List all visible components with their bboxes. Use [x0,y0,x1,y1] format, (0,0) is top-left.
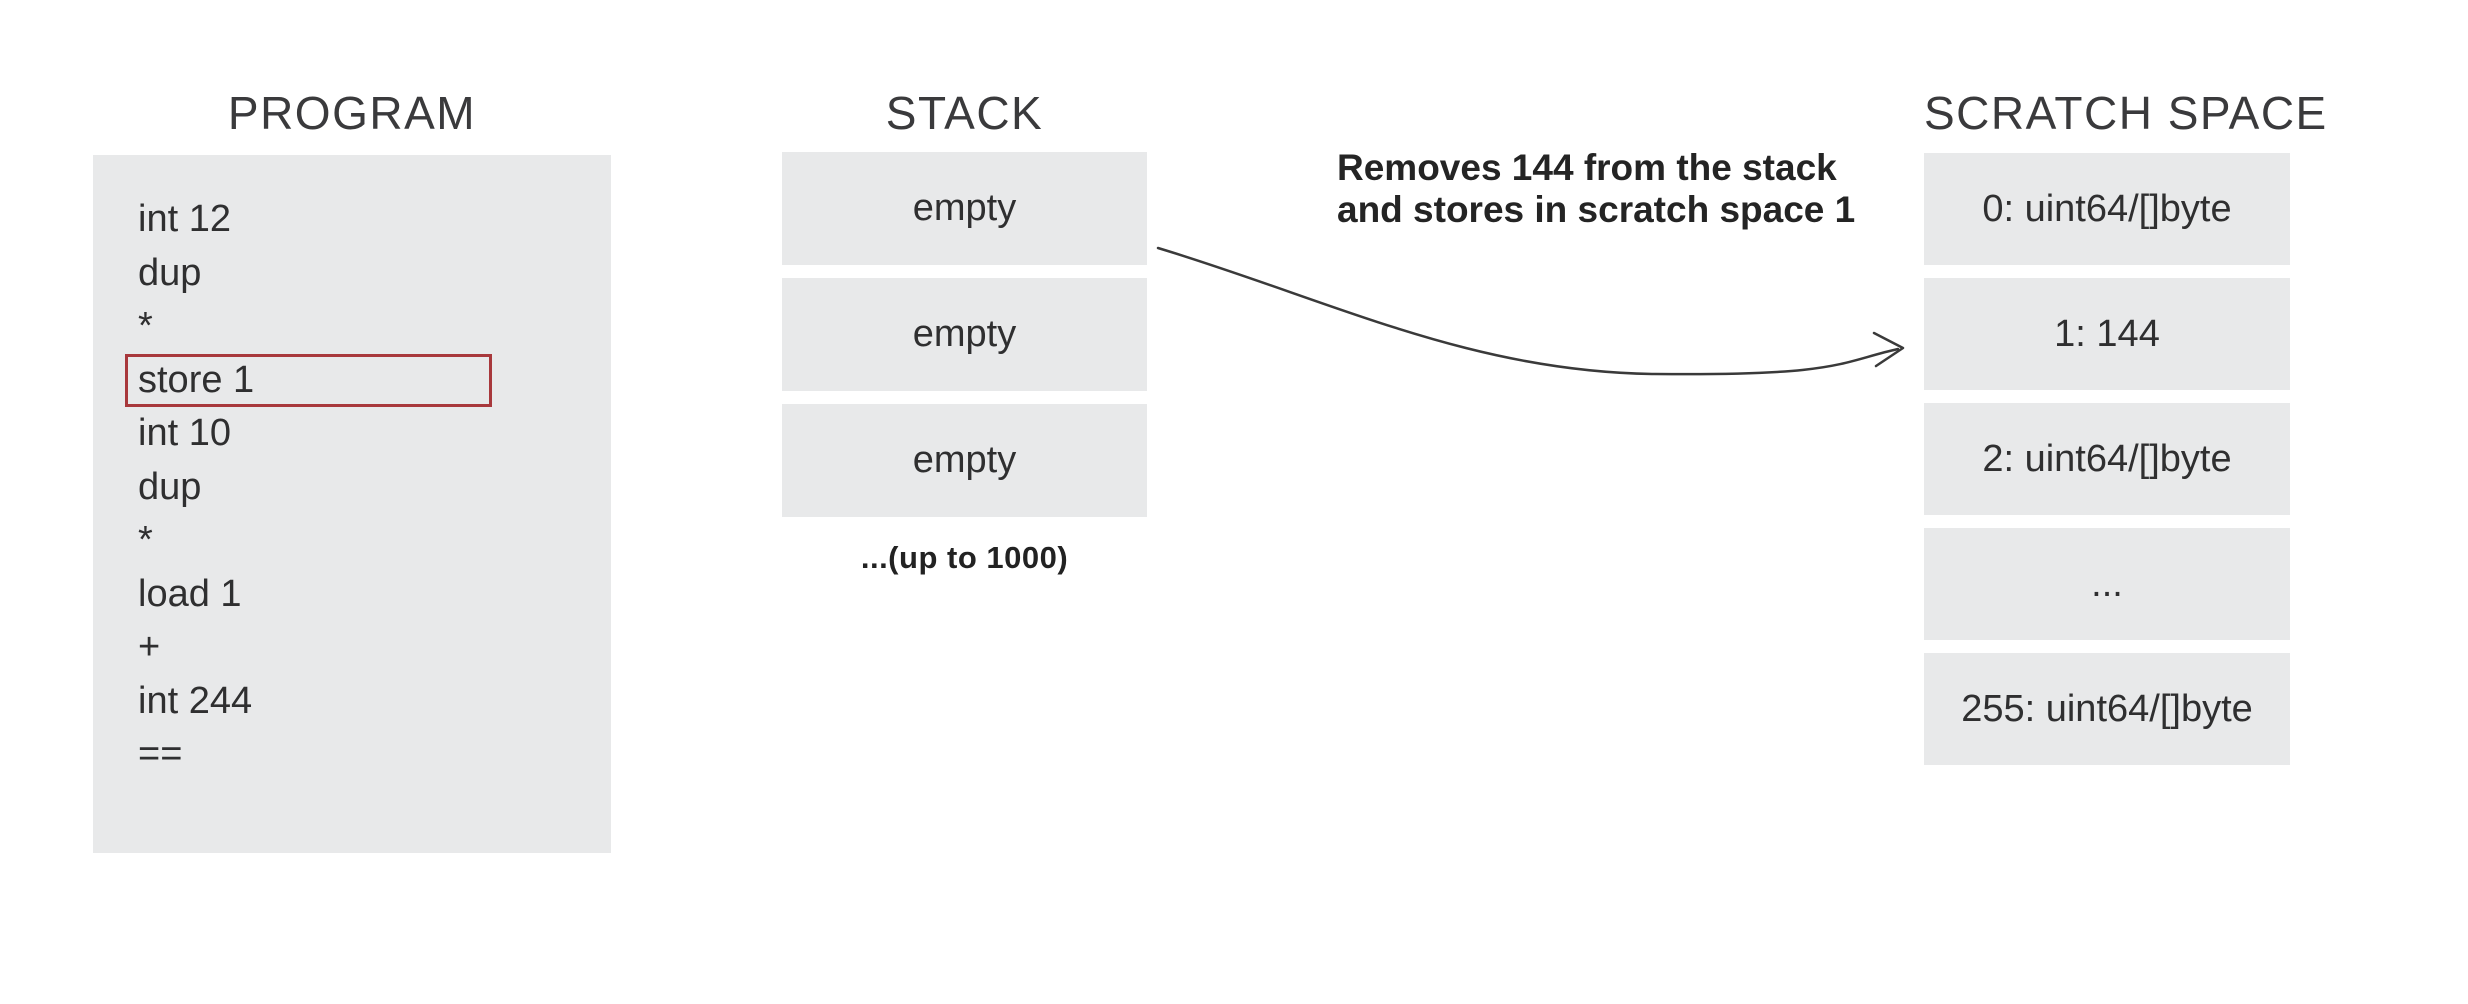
arrowhead-icon [1872,331,1905,368]
program-line: * [138,305,153,347]
program-line: int 10 [138,412,231,454]
stack-slot: empty [782,278,1147,391]
arrow-curve [1156,246,1900,376]
scratch-slot: 0: uint64/[]byte [1924,153,2290,265]
scratch-space-title: SCRATCH SPACE [1924,87,2328,139]
program-line: int 12 [138,198,231,240]
program-line: + [138,626,161,668]
stack-capacity-note: ...(up to 1000) [860,540,1069,575]
stack-title: STACK [885,87,1044,139]
program-line: load 1 [138,572,242,615]
program-line: dup [138,465,202,508]
scratch-slot: 255: uint64/[]byte [1924,653,2290,765]
program-line: int 244 [138,679,253,722]
scratch-slot: ... [1924,528,2290,640]
stack-slot: empty [782,152,1147,265]
program-line: == [138,733,183,775]
annotation-line-1: Removes 144 from the stack [1337,147,1837,188]
stack-slot: empty [782,404,1147,517]
program-line: * [138,519,153,561]
scratch-slot-highlight-target: 1: 144 [1924,278,2290,390]
scratch-slot: 2: uint64/[]byte [1924,403,2290,515]
program-line-list: int 12 dup * store 1 int 10 dup * load 1… [93,193,611,782]
program-line-highlighted: store 1 [125,353,492,407]
arrow-annotation: Removes 144 from the stack and stores in… [1337,147,1855,231]
program-title: PROGRAM [227,87,477,139]
program-panel: int 12 dup * store 1 int 10 dup * load 1… [93,155,611,853]
annotation-line-2: and stores in scratch space 1 [1337,189,1856,230]
program-line: dup [138,251,202,294]
